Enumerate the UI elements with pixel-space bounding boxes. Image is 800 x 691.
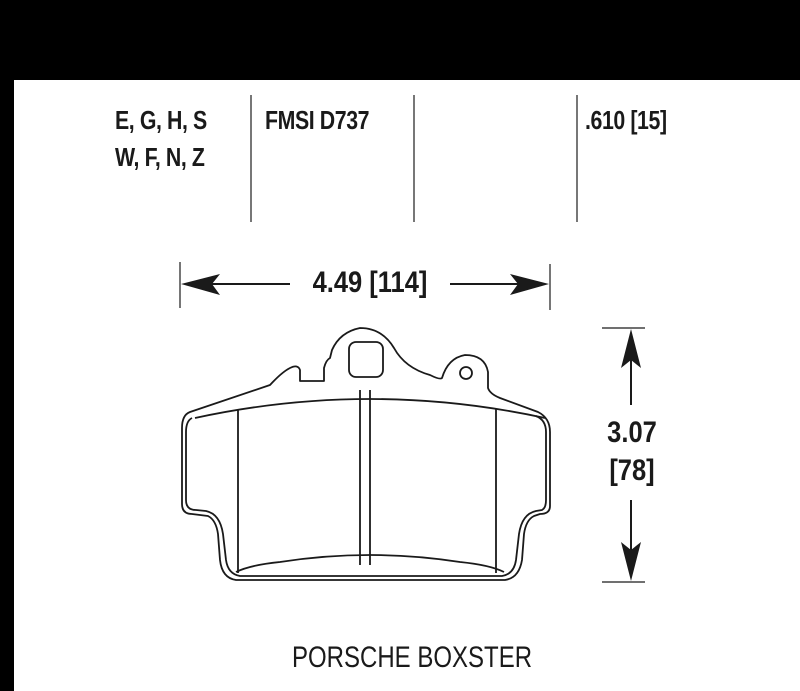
column-divider-1 bbox=[250, 95, 252, 222]
height-dimension-icon bbox=[602, 327, 645, 583]
column-divider-3 bbox=[576, 95, 578, 222]
vehicle-caption: PORSCHE BOXSTER bbox=[0, 643, 800, 673]
compound-codes-line2: W, F, N, Z bbox=[115, 142, 205, 172]
compound-codes-line1: E, G, H, S bbox=[115, 105, 207, 135]
column-divider-2 bbox=[413, 95, 415, 222]
pad-thickness: .610 [15] bbox=[585, 105, 667, 135]
fmsi-number: FMSI D737 bbox=[265, 105, 370, 135]
left-black-band bbox=[0, 0, 14, 691]
width-dimension-label: 4.49 [114] bbox=[312, 266, 428, 299]
height-dimension-inches: 3.07 bbox=[607, 416, 657, 449]
vehicle-caption-text: PORSCHE BOXSTER bbox=[291, 641, 533, 674]
width-dimension-icon bbox=[179, 262, 551, 310]
brake-pad-outline-icon bbox=[181, 327, 551, 581]
top-black-band bbox=[0, 0, 800, 80]
height-dimension-mm: [78] bbox=[609, 454, 655, 487]
